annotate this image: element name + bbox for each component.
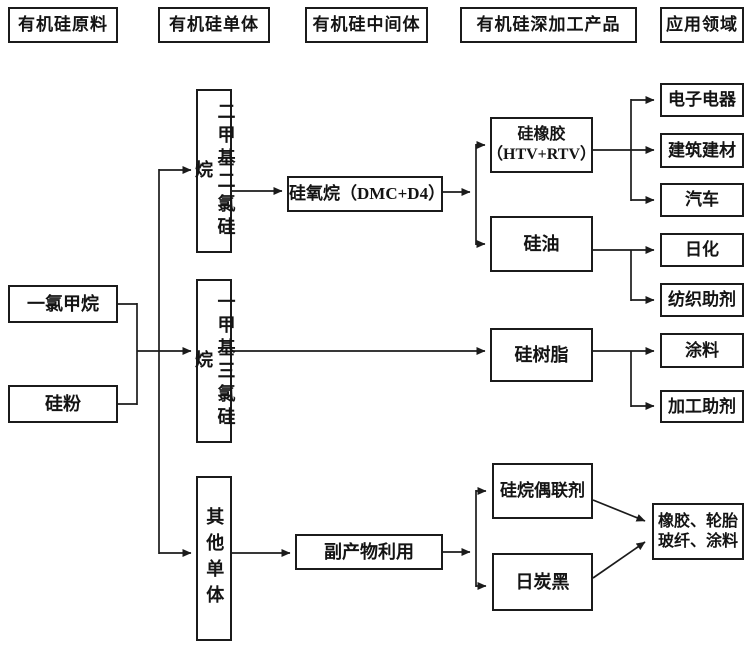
node-byproduct-utilization: 副产物利用 [295, 534, 443, 570]
header-monomers: 有机硅单体 [158, 7, 270, 43]
node-dimethyldichlorosilane: 二甲基二氯硅烷 [193, 89, 236, 253]
node-construction-materials: 建筑建材 [660, 133, 744, 168]
node-monochloromethane: 一氯甲烷 [8, 285, 118, 323]
node-methyltrichlorosilane: 一甲基三氯硅烷 [193, 279, 236, 443]
node-silicon-powder: 硅粉 [8, 385, 118, 423]
node-processing-aids: 加工助剂 [660, 390, 744, 423]
node-electronics: 电子电器 [660, 83, 744, 117]
node-other-monomers: 其他单体 [196, 476, 232, 641]
node-silicone-oil: 硅油 [490, 216, 593, 272]
header-application-fields: 应用领域 [660, 7, 744, 43]
node-rubber-tire-glassfiber-coating: 橡胶、轮胎 玻纤、涂料 [652, 503, 744, 560]
node-textile-auxiliaries: 纺织助剂 [660, 283, 744, 317]
node-coatings: 涂料 [660, 333, 744, 368]
node-silane-coupling-agent: 硅烷偶联剂 [492, 463, 593, 519]
node-daily-chemicals: 日化 [660, 233, 744, 267]
node-automobile: 汽车 [660, 183, 744, 217]
header-raw-materials: 有机硅原料 [8, 7, 118, 43]
node-carbon-black: 日炭黑 [492, 553, 593, 611]
node-siloxane-dmc-d4: 硅氧烷（DMC+D4） [287, 176, 445, 212]
node-silicone-resin: 硅树脂 [490, 328, 593, 382]
header-intermediates: 有机硅中间体 [305, 7, 428, 43]
node-silicone-rubber-htv-rtv: 硅橡胶 （HTV+RTV） [487, 117, 596, 173]
header-deep-processed-products: 有机硅深加工产品 [460, 7, 637, 43]
